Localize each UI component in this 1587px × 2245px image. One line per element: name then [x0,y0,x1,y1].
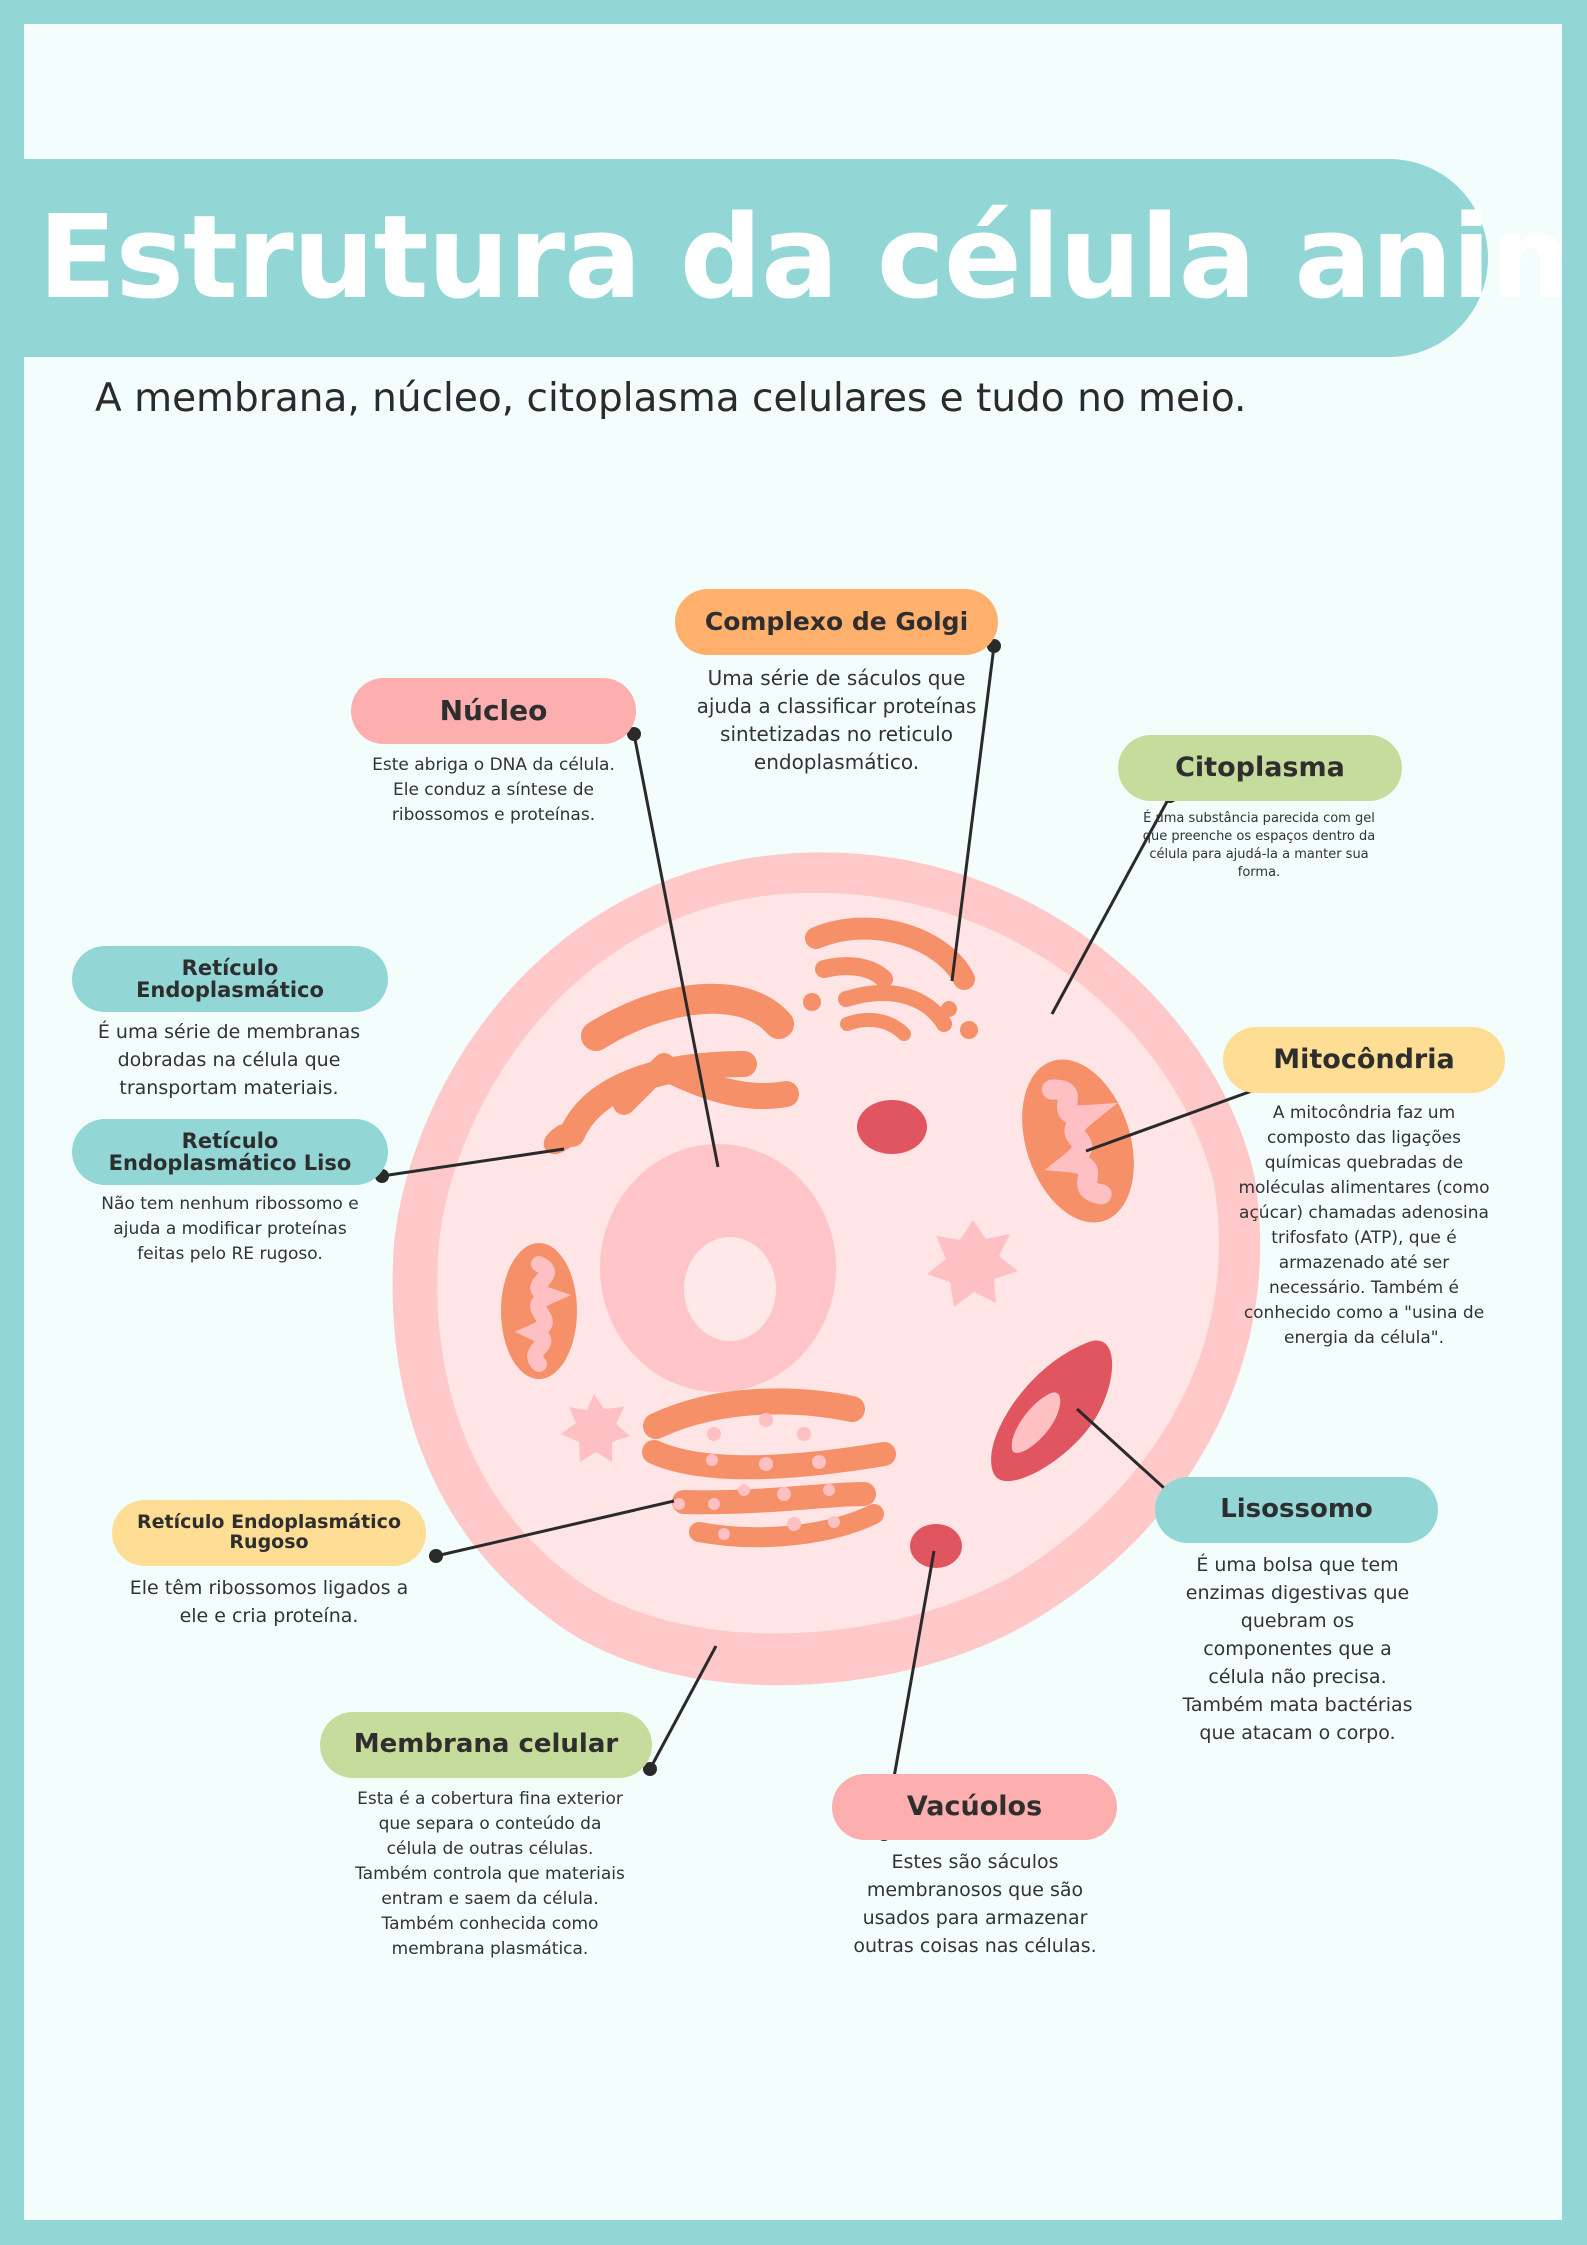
desc-golgi: Uma série de sáculos que ajuda a classif… [696,666,977,774]
ribosomes [673,1413,840,1540]
label-golgi: Complexo de Golgi [675,589,998,655]
desc-reticulo-rugoso: Ele têm ribossomos ligados a ele e cria … [129,1577,409,1627]
label-mitocondria: Mitocôndria [1223,1027,1505,1093]
label-vacuolos: Vacúolos [832,1774,1117,1840]
label-nucleo: Núcleo [351,678,636,744]
page-title: Estrutura da célula animal [38,191,1562,325]
smooth-er-shape [543,983,799,1155]
vacuole-shape [910,1524,962,1568]
desc-lisossomo: É uma bolsa que tem enzimas digestivas q… [1182,1554,1413,1744]
desc-mitocondria: A mitocôndria faz um composto das ligaçõ… [1238,1103,1490,1348]
nucleolus-shape [684,1237,776,1341]
desc-vacuolos: Estes são sáculos membranosos que são us… [853,1851,1097,1957]
desc-membrana: Esta é a cobertura fina exterior que sep… [355,1789,625,1959]
label-reticulo-liso: Retículo Endoplasmático Liso [72,1119,388,1185]
animal-cell-diagram [375,639,1278,1841]
centriole-shape-small [561,1394,630,1462]
title-band [24,159,1488,357]
label-citoplasma: Citoplasma [1118,735,1402,801]
desc-reticulo-liso: Não tem nenhum ribossomo e ajuda a modif… [101,1194,359,1264]
centriole-shape [927,1220,1018,1307]
vesicle-shape [857,1100,927,1154]
label-reticulo: Retículo Endoplasmático [72,946,388,1012]
infographic-page: Estrutura da célula animal A membrana, n… [24,24,1562,2220]
mitochondrion-right-shape [1022,1059,1134,1223]
lysosome-shape [991,1340,1113,1482]
desc-citoplasma: É uma substância parecida com gel que pr… [1142,811,1376,880]
label-reticulo-rugoso: Retículo Endoplasmático Rugoso [112,1500,426,1566]
label-membrana: Membrana celular [320,1712,652,1778]
desc-reticulo: É uma série de membranas dobradas na cél… [97,1021,361,1099]
mitochondrion-left-shape [501,1243,577,1379]
page-subtitle: A membrana, núcleo, citoplasma celulares… [95,376,1247,421]
desc-nucleo: Este abriga o DNA da célula. Ele conduz … [372,755,615,825]
label-lisossomo: Lisossomo [1155,1477,1438,1543]
